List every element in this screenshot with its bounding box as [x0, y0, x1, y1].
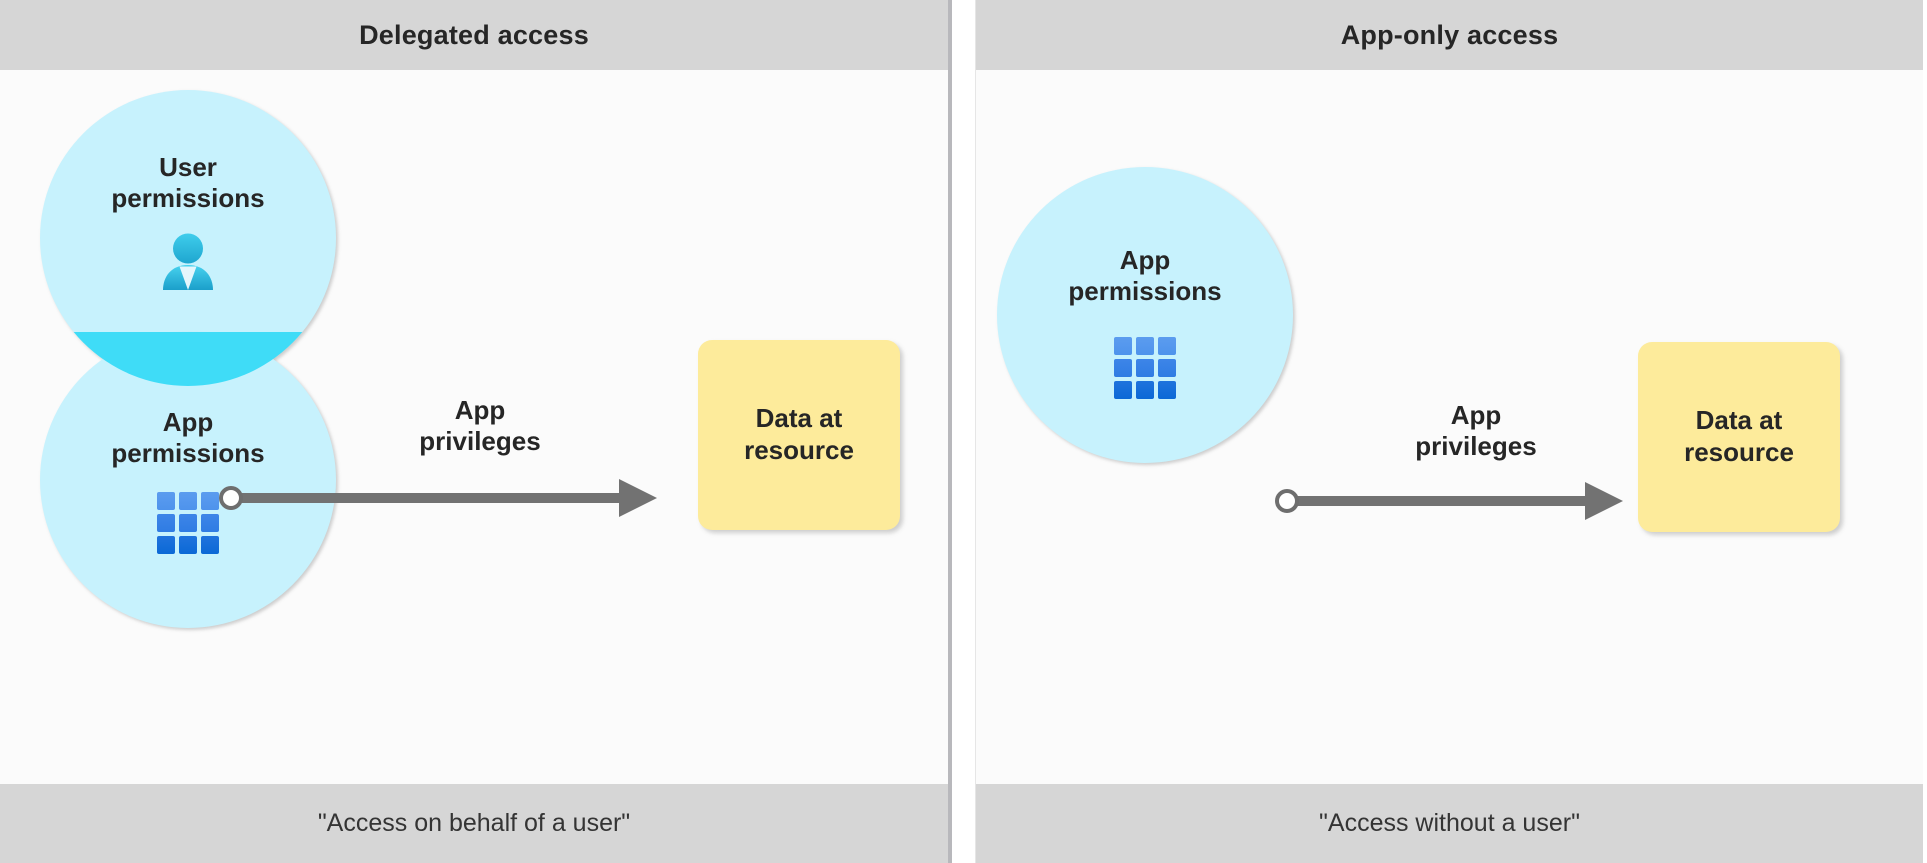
grid-cell [179, 492, 197, 510]
app-privileges-label-left-line2: privileges [419, 425, 541, 456]
arrow-line [237, 493, 619, 503]
app-permissions-label-left-line1: App [162, 407, 214, 437]
grid-cell [201, 514, 219, 532]
app-privileges-label-right-line2: privileges [1415, 430, 1537, 461]
app-only-access-caption: "Access without a user" [1319, 809, 1580, 837]
data-at-resource-label-right: Data at resource [1684, 405, 1794, 468]
app-permissions-circle-right: App permissions [997, 167, 1293, 463]
grid-cell [1114, 359, 1132, 377]
grid-cell [1136, 337, 1154, 355]
grid-cell [1114, 381, 1132, 399]
app-permissions-label-right-line1: App [1119, 245, 1171, 275]
grid-cell [201, 492, 219, 510]
arrow-head-icon [619, 479, 657, 517]
app-only-access-body: App permissions [976, 70, 1923, 784]
app-only-access-footer: "Access without a user" [976, 784, 1923, 863]
grid-cell [157, 536, 175, 554]
app-permissions-label-left-line2: permissions [111, 437, 265, 468]
grid-cell [201, 536, 219, 554]
grid-cell [179, 536, 197, 554]
data-at-resource-label-left: Data at resource [744, 403, 854, 466]
arrow-line [1293, 496, 1585, 506]
connector-node-right [1275, 489, 1299, 513]
panel-divider [952, 0, 975, 863]
delegated-access-footer: "Access on behalf of a user" [0, 784, 948, 863]
data-at-resource-box-left: Data at resource [698, 340, 900, 530]
user-permissions-label: User permissions [40, 152, 336, 213]
app-permissions-label-left: App permissions [40, 407, 336, 468]
data-at-resource-label-left-line1: Data at [755, 403, 843, 434]
grid-cell [1136, 381, 1154, 399]
app-permissions-label-right: App permissions [997, 245, 1293, 306]
grid-cell [157, 514, 175, 532]
app-only-access-panel: App-only access App permissions [975, 0, 1923, 863]
app-privileges-label-right: App privileges [1376, 400, 1576, 461]
grid-cell [157, 492, 175, 510]
grid-cell [179, 514, 197, 532]
data-at-resource-label-left-line2: resource [744, 435, 854, 465]
app-only-access-title: App-only access [1340, 19, 1559, 50]
app-privileges-label-left-line1: App [454, 395, 506, 425]
app-permissions-label-right-line2: permissions [1068, 275, 1222, 306]
delegated-access-body: User permissions [0, 70, 948, 784]
delegated-access-caption: "Access on behalf of a user" [317, 809, 631, 837]
delegated-access-title: Delegated access [359, 19, 589, 50]
connector-node-left [219, 486, 243, 510]
delegated-access-header: Delegated access [0, 0, 948, 70]
arrow-head-icon [1585, 482, 1623, 520]
app-only-access-header: App-only access [976, 0, 1923, 70]
app-permissions-circle-left: App permissions [40, 332, 336, 628]
person-icon [163, 233, 213, 290]
user-permissions-label-line2: permissions [111, 182, 265, 213]
user-permissions-label-line1: User [159, 152, 217, 182]
grid-cell [1158, 359, 1176, 377]
delegated-access-panel: Delegated access User permissions [0, 0, 952, 863]
app-grid-icon [1114, 337, 1176, 399]
app-grid-icon [157, 492, 219, 554]
app-privileges-arrow-left [237, 479, 657, 517]
grid-cell [1158, 337, 1176, 355]
data-at-resource-label-right-line1: Data at [1695, 405, 1783, 436]
grid-cell [1114, 337, 1132, 355]
app-privileges-arrow-right [1293, 482, 1623, 520]
app-privileges-label-left: App privileges [380, 395, 580, 456]
app-privileges-label-right-line1: App [1450, 400, 1502, 430]
data-at-resource-box-right: Data at resource [1638, 342, 1840, 532]
data-at-resource-label-right-line2: resource [1684, 437, 1794, 467]
grid-cell [1136, 359, 1154, 377]
grid-cell [1158, 381, 1176, 399]
